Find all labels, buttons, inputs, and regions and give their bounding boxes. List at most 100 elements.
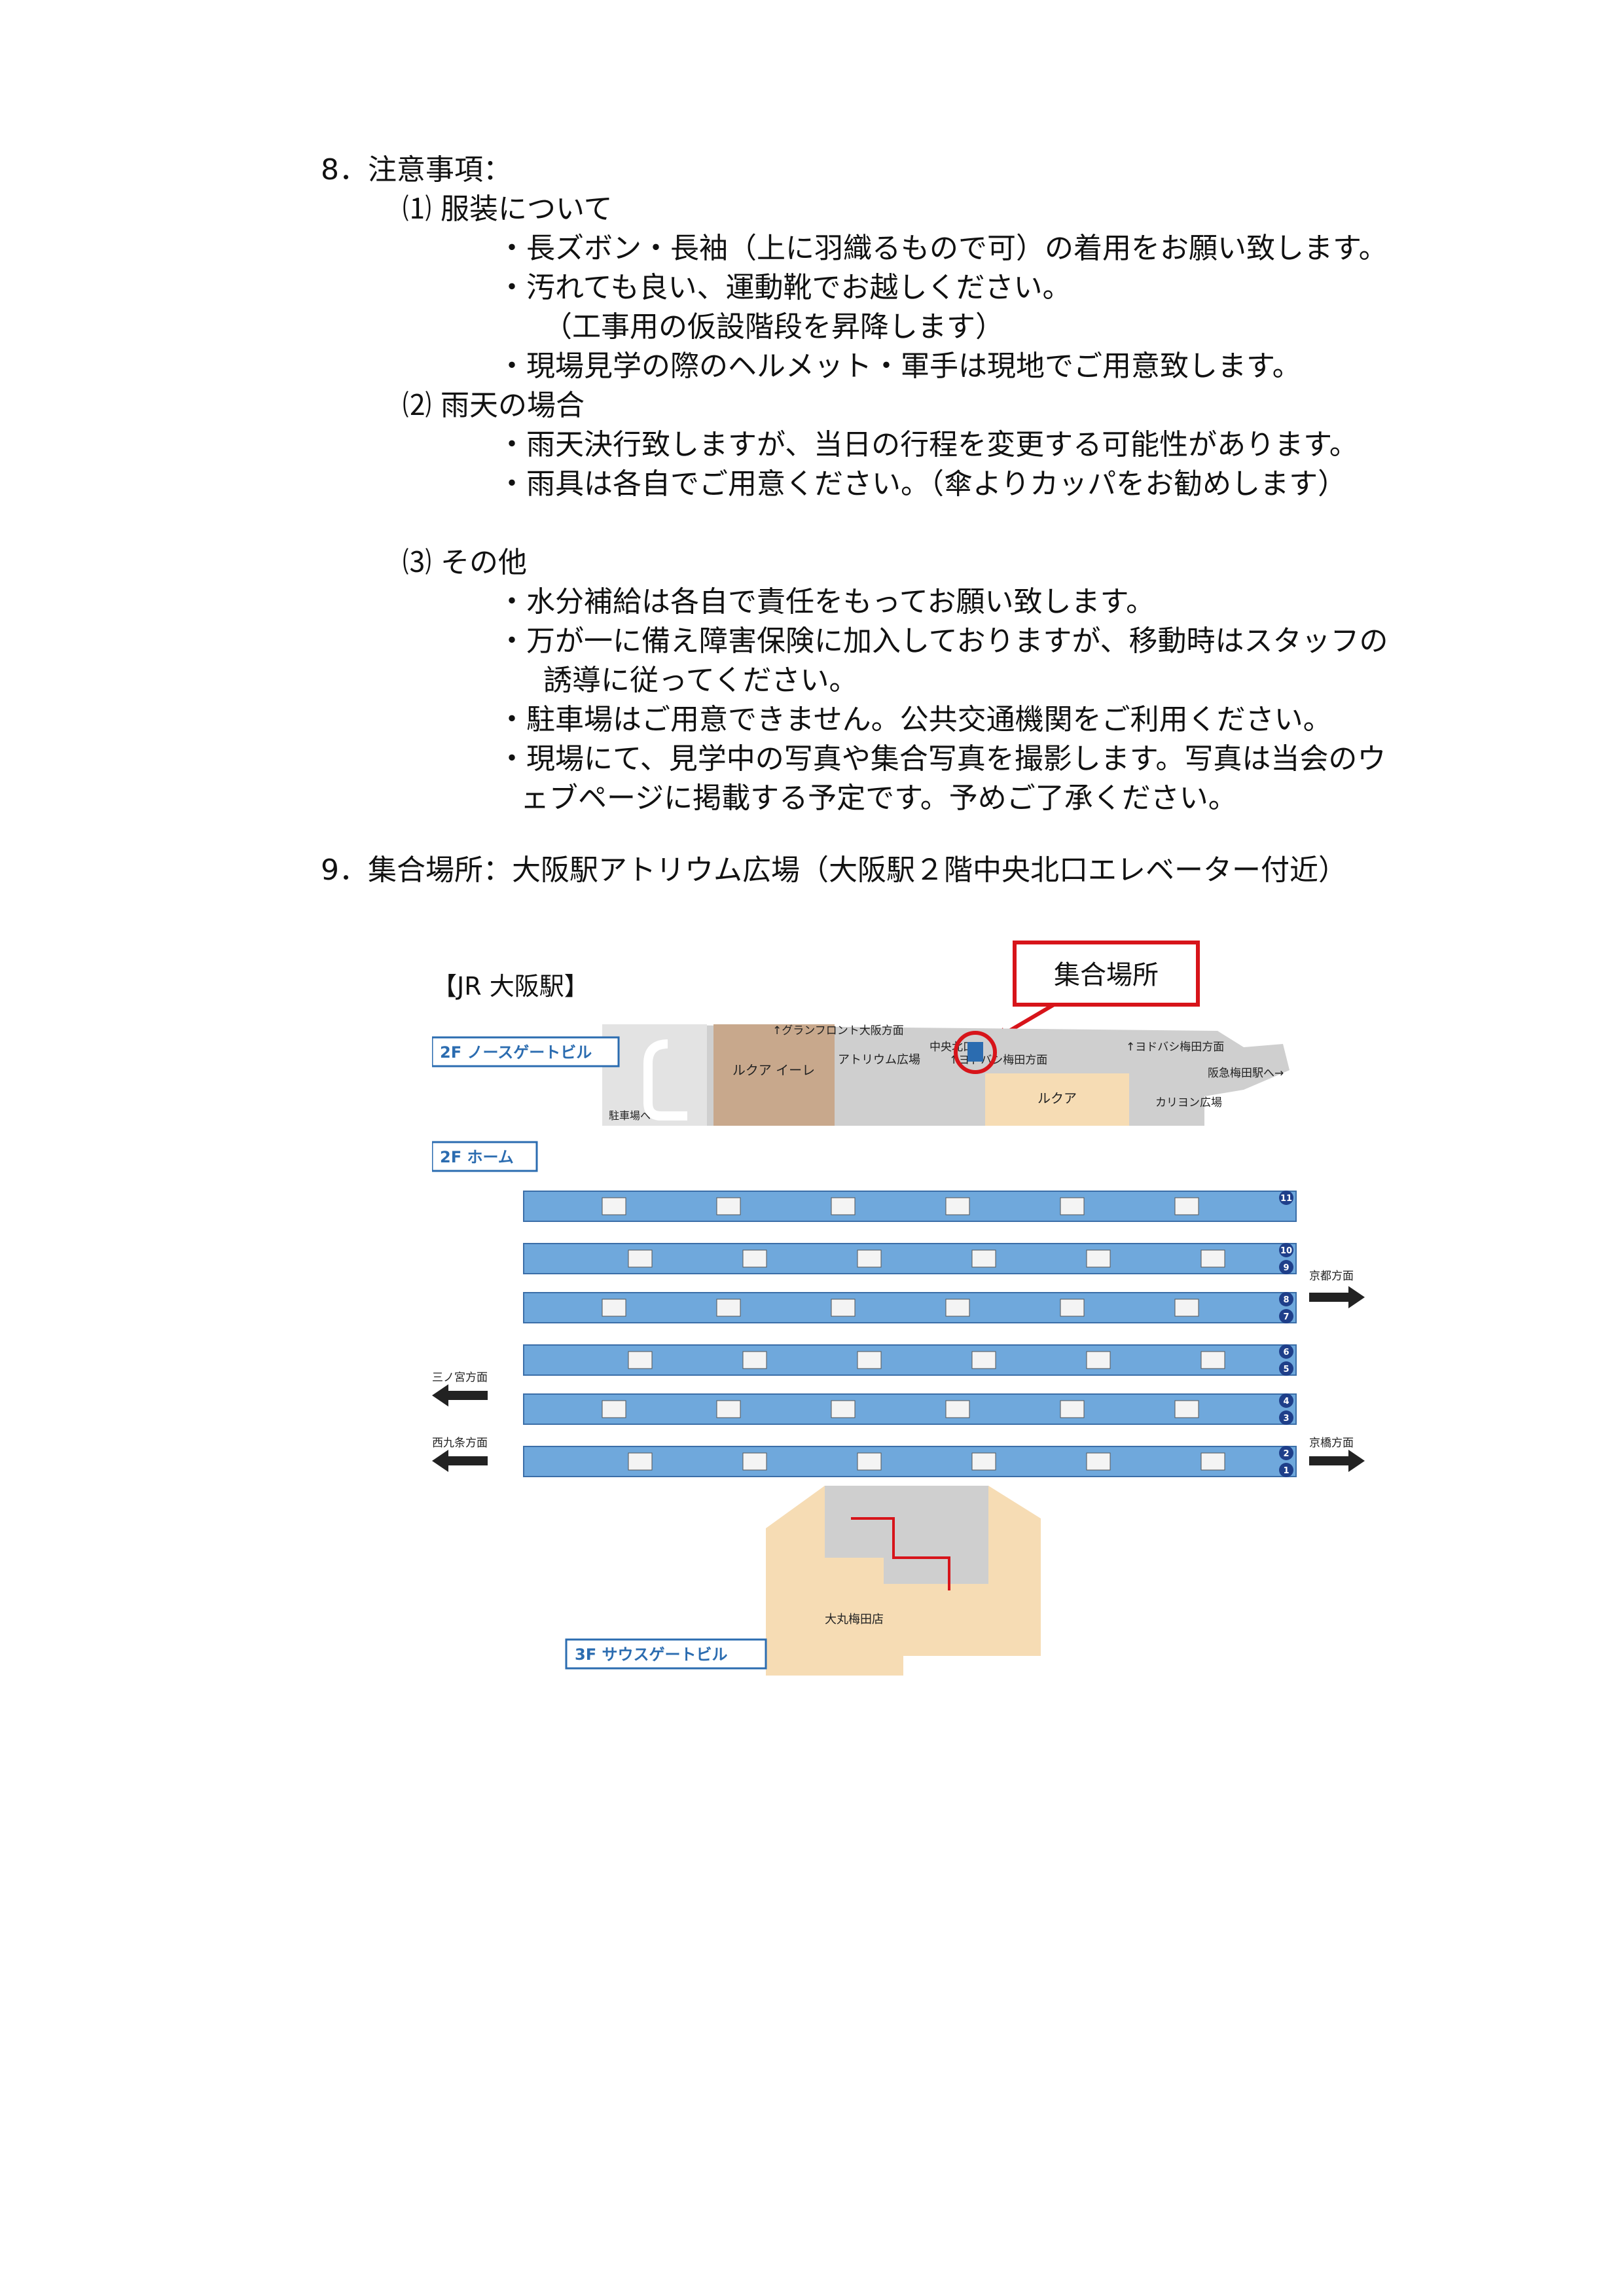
stairs-icon (1200, 1249, 1225, 1268)
hankyu-direction: 阪急梅田駅へ→ (1208, 1067, 1284, 1080)
track-number: 11 (1280, 1194, 1292, 1204)
stairs-icon (1060, 1400, 1085, 1418)
platform (523, 1243, 1297, 1274)
stairs-icon (742, 1249, 767, 1268)
track-number: 5 (1283, 1365, 1289, 1374)
track-number: 1 (1283, 1466, 1289, 1476)
track-number-badge (1279, 1260, 1293, 1274)
atrium-label: アトリウム広場 (838, 1053, 920, 1067)
section8-heading: 8．注意事項： (321, 153, 512, 187)
kyoto-direction-label: 京都方面 (1309, 1270, 1354, 1283)
sub1-title: ⑴ 服装について (403, 192, 613, 226)
track-number: 9 (1283, 1263, 1289, 1273)
stairs-icon (716, 1197, 741, 1215)
track-number-badge (1279, 1243, 1293, 1257)
track-number: 10 (1280, 1246, 1292, 1256)
track-number-badge (1279, 1361, 1293, 1376)
meeting-point-callout-box (1013, 941, 1200, 1007)
stairs-icon (742, 1351, 767, 1369)
lucua-label: ルクア (1038, 1090, 1077, 1106)
yodobashi-direction-2: ↑ヨドバシ梅田方面 (1126, 1041, 1224, 1054)
sub2-item: ・雨天決行致しますが、当日の行程を変更する可能性があります。 (497, 428, 1358, 461)
stairs-icon (628, 1351, 653, 1369)
sub3-title: ⑶ その他 (403, 546, 527, 579)
track-number-badge (1279, 1309, 1293, 1323)
stairs-icon (1200, 1452, 1225, 1471)
sannomiya-arrow-icon (432, 1384, 488, 1407)
sub1-item: ・長ズボン・長袖（上に羽織るもので可）の着用をお願い致します。 (497, 232, 1388, 265)
south-building-label: 3F サウスゲートビル (575, 1645, 727, 1664)
station-map: 【JR 大阪駅】 集合場所 ルクア イーレ ルクア アトリウム広場 中央北口 ↑… (432, 941, 1365, 1676)
stairs-icon (971, 1351, 996, 1369)
track-number: 3 (1283, 1414, 1289, 1424)
central-north-exit-label: 中央北口 (929, 1041, 974, 1054)
sub3-item: ・万が一に備え障害保険に加入しておりますが、移動時はスタッフの (497, 624, 1388, 658)
section9-heading: 9．集合場所：大阪駅アトリウム広場（大阪駅２階中央北口エレベーター付近） (321, 853, 1347, 887)
map-title: 【JR 大阪駅】 (432, 972, 589, 1001)
stairs-icon (831, 1197, 856, 1215)
south-building-label-box (565, 1638, 767, 1670)
stairs-icon (831, 1299, 856, 1317)
track-number: 4 (1283, 1397, 1289, 1407)
kyobashi-arrow-icon (1309, 1450, 1365, 1472)
platform (523, 1292, 1297, 1323)
sub1-item: ・汚れても良い、運動靴でお越しください。 (497, 271, 1072, 304)
kyoto-arrow-icon (1309, 1286, 1365, 1308)
track-number: 8 (1283, 1295, 1289, 1305)
track-number-badge (1279, 1191, 1293, 1205)
nishikujo-arrow-icon (432, 1450, 488, 1472)
stairs-icon (971, 1452, 996, 1471)
stairs-icon (1174, 1299, 1199, 1317)
lucua-1100-block (713, 1024, 835, 1126)
sub3-item: ・現場にて、見学中の写真や集合写真を撮影します。写真は当会のウ (497, 742, 1386, 776)
kyobashi-direction-label: 京橋方面 (1309, 1437, 1354, 1450)
track-number-badge (1279, 1463, 1293, 1477)
stairs-icon (1060, 1197, 1085, 1215)
parking-ramp (643, 1039, 687, 1121)
stairs-icon (602, 1197, 626, 1215)
nishikujo-direction-label: 西九条方面 (432, 1437, 488, 1450)
daimaru-label: 大丸梅田店 (825, 1613, 884, 1626)
track-number: 6 (1283, 1348, 1289, 1357)
stairs-icon (602, 1299, 626, 1317)
platform (523, 1393, 1297, 1425)
track-number: 7 (1283, 1312, 1289, 1322)
track-number-badge (1279, 1292, 1293, 1306)
stairs-icon (945, 1197, 970, 1215)
stairs-icon (628, 1452, 653, 1471)
route-line (851, 1517, 950, 1590)
stairs-icon (857, 1249, 882, 1268)
meeting-point-callout-label: 集合場所 (1054, 960, 1159, 990)
platform (523, 1446, 1297, 1477)
stairs-icon (831, 1400, 856, 1418)
sub2-title: ⑵ 雨天の場合 (403, 389, 585, 422)
lucua-block (985, 1073, 1129, 1126)
north-building-label-box (432, 1036, 620, 1067)
stairs-icon (742, 1452, 767, 1471)
platform-label-box (432, 1141, 538, 1172)
stairs-icon (945, 1299, 970, 1317)
stairs-icon (857, 1452, 882, 1471)
platform (523, 1344, 1297, 1376)
meeting-point-circle (954, 1031, 997, 1074)
track-number: 2 (1283, 1449, 1289, 1459)
stairs-icon (971, 1249, 996, 1268)
stairs-icon (1200, 1351, 1225, 1369)
south-concourse (825, 1486, 988, 1584)
sub3-item-cont: 誘導に従ってください。 (543, 664, 858, 697)
stairs-icon (1060, 1299, 1085, 1317)
yodobashi-direction-1: ↑ヨドバシ梅田方面 (949, 1054, 1047, 1067)
sub3-item: ・駐車場はご用意できません。公共交通機関をご利用ください。 (497, 703, 1332, 736)
track-number-badge (1279, 1344, 1293, 1359)
sub3-item-cont: ェブページに掲載する予定です。予めご了承ください。 (520, 781, 1237, 815)
stairs-icon (716, 1400, 741, 1418)
track-number-badge (1279, 1393, 1293, 1408)
sub1-item-note: （工事用の仮設階段を昇降します） (543, 310, 1004, 344)
parking-ramp-area (602, 1024, 707, 1126)
stairs-icon (857, 1351, 882, 1369)
track-number-badge (1279, 1410, 1293, 1425)
stairs-icon (1174, 1197, 1199, 1215)
stairs-icon (1086, 1249, 1111, 1268)
stairs-icon (602, 1400, 626, 1418)
grand-front-direction: ↑グランフロント大阪方面 (772, 1024, 904, 1037)
